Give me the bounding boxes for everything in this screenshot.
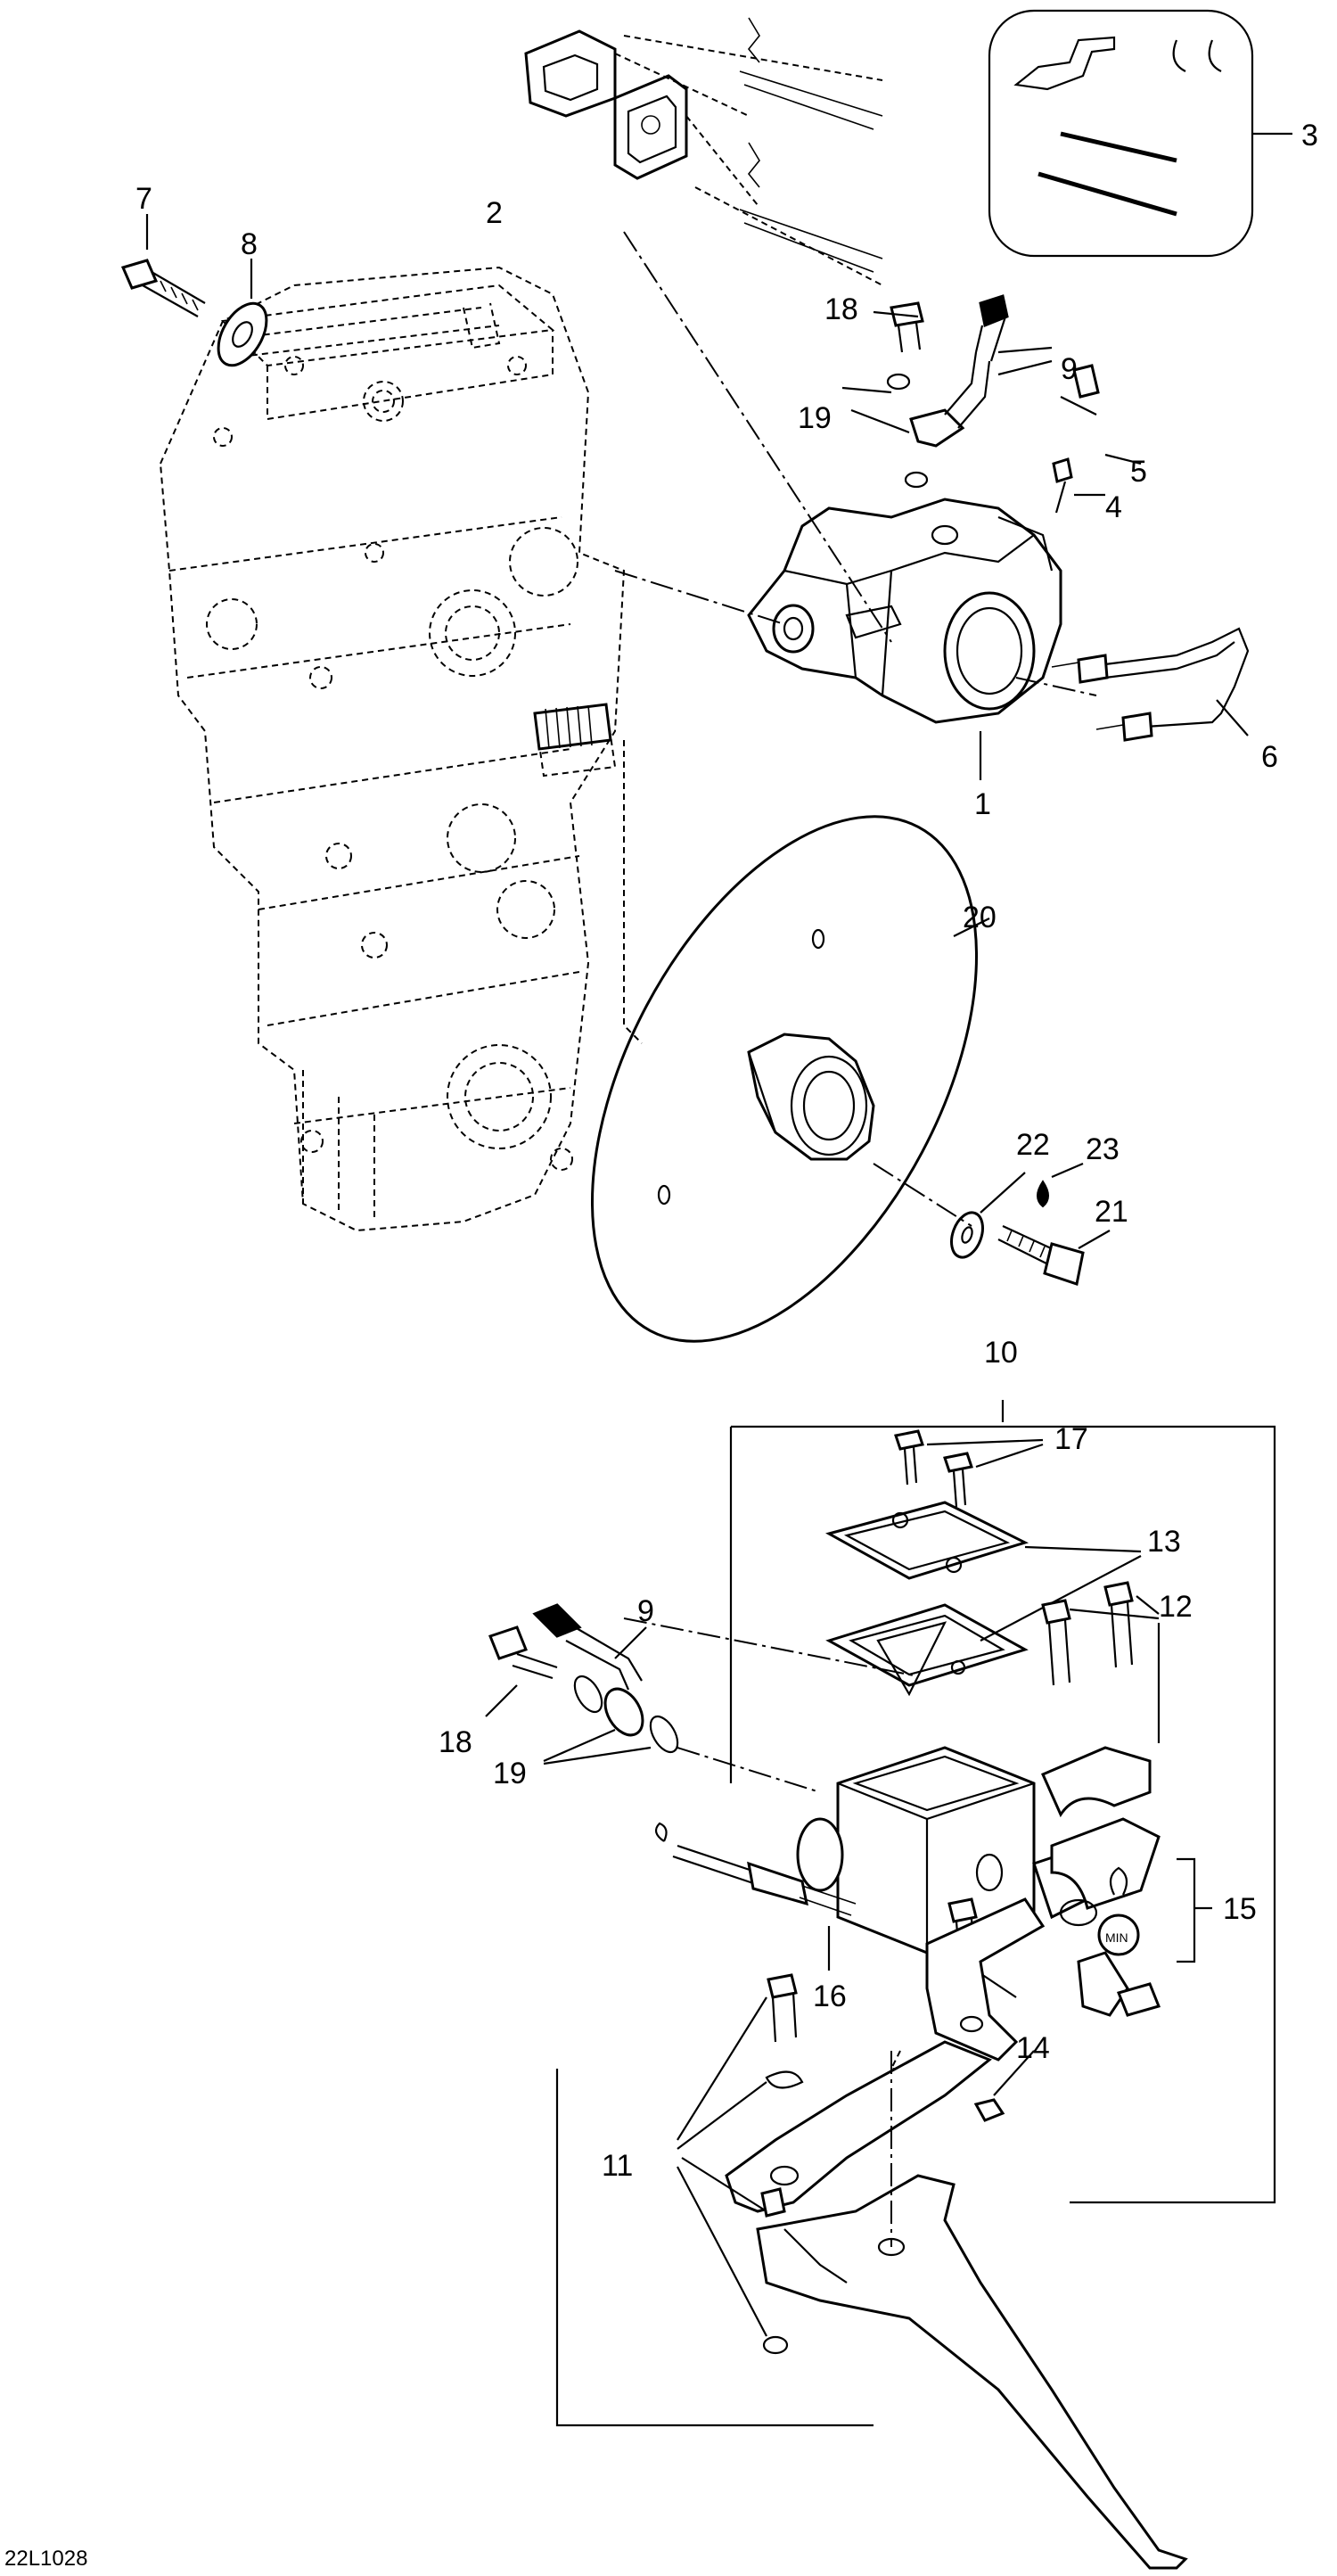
center-line-pad-1 [623, 231, 892, 643]
push-rod [654, 1822, 857, 1971]
drawing-code: 22L1028 [4, 2547, 87, 2571]
master-cylinder-box [555, 1400, 1276, 2427]
bolt-and-washer [120, 214, 268, 367]
callout-4: 4 [1105, 490, 1122, 524]
callout-6: 6 [1261, 740, 1278, 774]
callout-7: 7 [135, 182, 152, 216]
callout-16: 16 [813, 1979, 847, 2013]
brake-light-switch: MIN [1059, 1857, 1212, 2017]
center-line-hose [677, 1747, 821, 1793]
center-line-banjo [623, 1617, 919, 1677]
callout-14: 14 [1016, 2031, 1050, 2065]
brake-pads [524, 17, 883, 286]
callout-1: 1 [974, 787, 991, 821]
lever-pin-spring-clip [677, 1973, 804, 2355]
master-hose-fitting [485, 1603, 679, 1765]
lever-bracket [890, 1897, 1046, 2070]
reservoir-cover [825, 1501, 1142, 1697]
callout-3: 3 [1301, 119, 1318, 152]
callout-11: 11 [602, 2149, 633, 2183]
pin-kit-box [988, 9, 1292, 258]
callout-21: 21 [1095, 1195, 1128, 1229]
center-line-caliper-2 [1015, 677, 1097, 696]
center-line-disc [873, 1163, 972, 1227]
cover-screws [894, 1429, 1044, 1508]
handlebar-clamp [1041, 1581, 1161, 1910]
callout-19-lower: 19 [493, 1757, 527, 1790]
lever-pivot [947, 1897, 1035, 2122]
output-shaft [533, 703, 643, 1044]
callout-10: 10 [984, 1336, 1018, 1370]
callout-8: 8 [241, 227, 258, 261]
callout-23: 23 [1086, 1132, 1120, 1166]
brake-disc [590, 815, 990, 1343]
reservoir-min-label: MIN [1105, 1930, 1128, 1945]
callout-12: 12 [1159, 1590, 1193, 1624]
center-line-caliper [614, 570, 785, 625]
callout-18-lower: 18 [439, 1725, 472, 1759]
callout-20: 20 [963, 901, 997, 934]
callout-19-upper: 19 [798, 401, 832, 435]
callout-13: 13 [1147, 1525, 1181, 1559]
callout-2: 2 [486, 196, 503, 230]
callout-9-lower: 9 [637, 1594, 654, 1628]
callout-17: 17 [1054, 1422, 1088, 1456]
brake-caliper [747, 498, 1062, 780]
brake-line [1051, 627, 1250, 742]
disc-fasteners [950, 1162, 1111, 1286]
callout-15: 15 [1223, 1892, 1257, 1926]
callout-18-upper: 18 [824, 292, 858, 326]
caliper-hose-fitting [841, 294, 1142, 514]
callout-5: 5 [1130, 455, 1147, 489]
callout-9-upper: 9 [1061, 352, 1078, 386]
gearbox-phantom [159, 266, 626, 1232]
callout-22: 22 [1016, 1128, 1050, 1162]
brake-lever [725, 2040, 1188, 2570]
